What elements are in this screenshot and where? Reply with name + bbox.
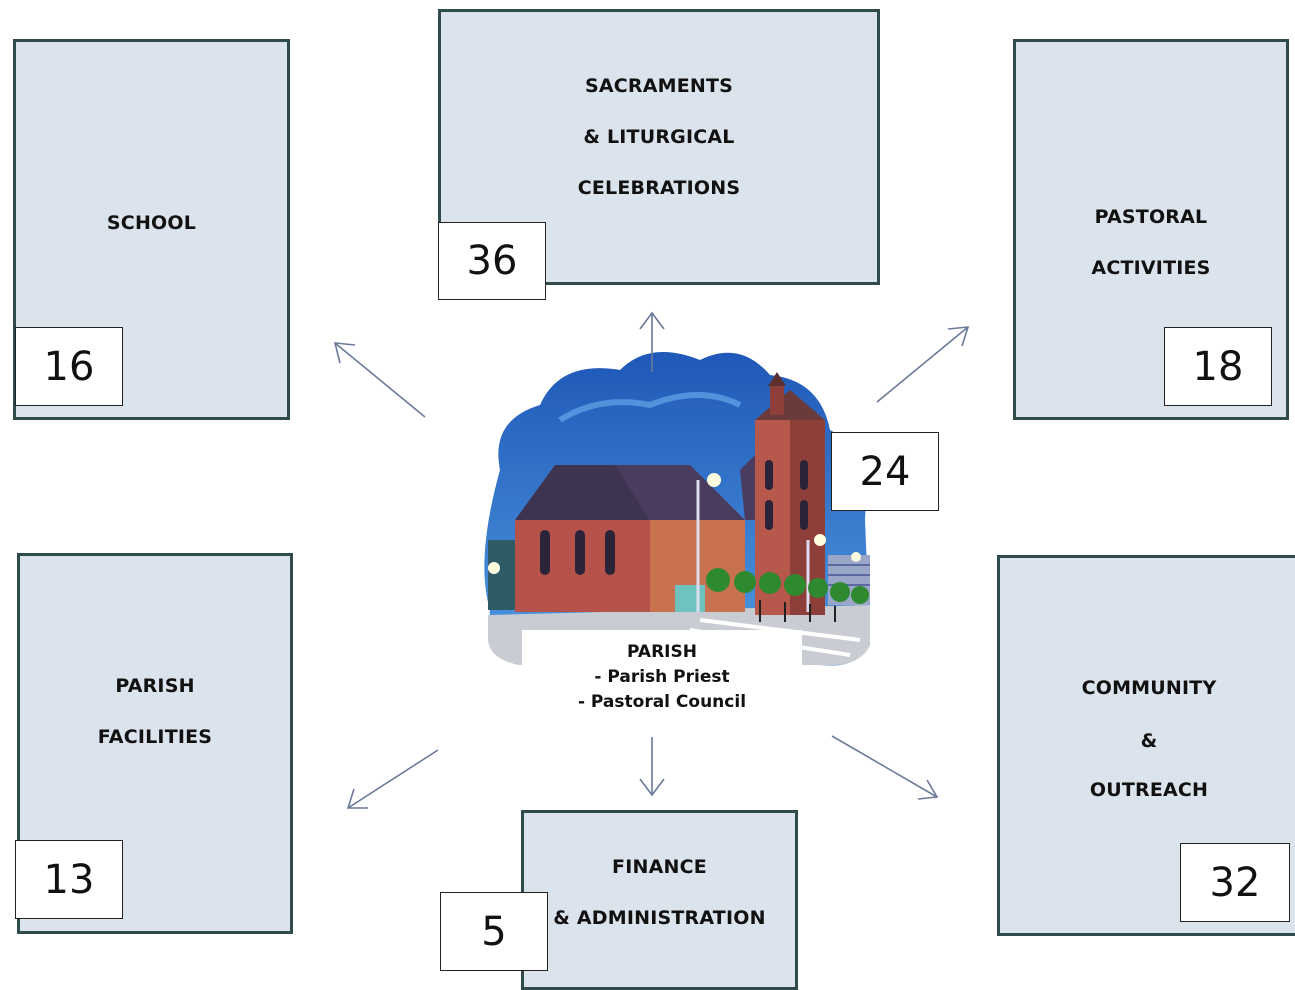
facilities-label-1: PARISH [115,675,195,697]
facilities-count: 13 [15,840,123,919]
arrow-up-head [639,311,665,330]
arrow-upper-left [334,342,426,418]
arrow-lower-right [831,735,938,798]
finance-label-1: FINANCE [612,856,707,878]
finance-box: FINANCE & ADMINISTRATION [521,810,798,990]
community-label-2: & [1140,730,1158,752]
parish-caption: PARISH - Parish Priest - Pastoral Counci… [522,630,802,720]
parish-priest: - Parish Priest [594,667,730,687]
arrow-upper-right [876,326,969,403]
finance-count: 5 [440,892,548,971]
arrow-lower-left-head [346,788,368,809]
parish-count: 24 [831,432,939,511]
school-label: SCHOOL [106,212,197,234]
arrow-lower-right-head [917,779,939,800]
community-label-3: OUTREACH [1089,779,1209,801]
sacraments-count: 36 [438,222,546,300]
arrow-lower-left [347,749,439,809]
parish-title: PARISH [627,642,697,662]
parish-council: - Pastoral Council [577,692,747,712]
church-illustration [484,352,870,666]
pastoral-label-1: PASTORAL [1094,206,1208,228]
arrow-upper-right-head [947,326,970,347]
school-count: 16 [15,327,123,406]
arrow-upper-left-head [333,342,356,364]
sacraments-label-2: & LITURGICAL [583,126,735,148]
facilities-label-2: FACILITIES [97,726,213,748]
finance-label-2: & ADMINISTRATION [553,907,766,929]
community-label-1: COMMUNITY [1081,677,1217,699]
community-count: 32 [1180,843,1290,922]
pastoral-count: 18 [1164,327,1272,406]
arrows [333,311,970,809]
pastoral-label-2: ACTIVITIES [1091,257,1211,279]
sacraments-label-3: CELEBRATIONS [577,177,741,199]
sacraments-label-1: SACRAMENTS [584,75,734,97]
arrow-down-head [639,778,665,797]
